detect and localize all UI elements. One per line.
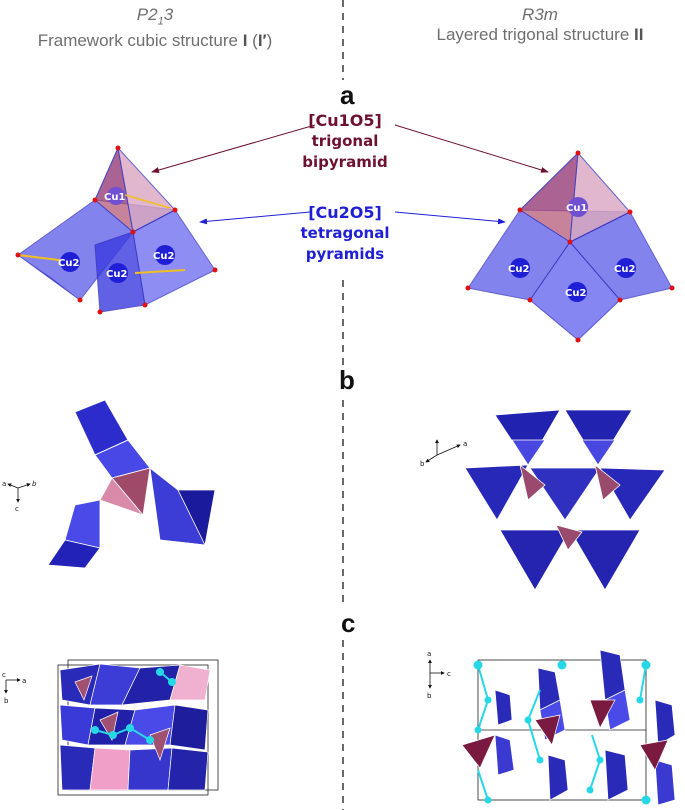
cu2-formula: [Cu2O5] xyxy=(308,203,382,222)
axis-triad-b-left: a b c xyxy=(2,480,37,513)
left-structure-name: Framework cubic structure I (I′) xyxy=(37,31,273,51)
cu1-label-line2: bipyramid xyxy=(302,153,388,171)
axis-label-b-cr: b xyxy=(427,692,432,700)
panel-c-left-cell xyxy=(57,659,219,796)
axis-label-b-cl: b xyxy=(4,697,9,705)
cu2-label-right-a: Cu2 xyxy=(508,264,529,275)
cu1-label-right: Cu1 xyxy=(566,203,587,214)
axis-label-a-cr: a xyxy=(427,650,431,658)
axis-triad-c-left: c a b xyxy=(2,671,26,705)
right-structure-name: Layered trigonal structure II xyxy=(436,25,644,44)
cu1-formula: [Cu1O5] xyxy=(308,111,382,130)
legend-arrows xyxy=(151,124,549,225)
cu2-atom-right-b xyxy=(616,258,636,278)
axis-label-a-cl: a xyxy=(22,677,26,685)
cu2-label-line2: pyramids xyxy=(305,245,385,263)
right-header: R3m Layered trigonal structure II xyxy=(395,5,685,45)
axis-label-c: c xyxy=(15,505,19,513)
axis-label-b: b xyxy=(32,480,37,488)
axis-label-a-right: a xyxy=(463,440,467,448)
cu2-label-left-b: Cu2 xyxy=(106,269,127,280)
panel-a-right-polyhedra: Cu1 Cu2 Cu2 Cu2 xyxy=(465,150,675,343)
cu2-atom-left-b xyxy=(108,263,128,283)
panel-a-left-polyhedra: Cu1 Cu2 Cu2 Cu2 xyxy=(15,145,218,315)
cu1-legend: [Cu1O5] trigonal bipyramid xyxy=(280,110,410,173)
cu2-atom-left-a xyxy=(60,252,80,272)
cu1-label-line1: trigonal xyxy=(311,132,379,150)
cu2-legend: [Cu2O5] tetragonal pyramids xyxy=(280,202,410,265)
cu2-label-line1: tetragonal xyxy=(300,224,390,242)
cu2-label-left-a: Cu2 xyxy=(58,258,79,269)
panel-b-left-cluster xyxy=(47,399,216,569)
cu2-label-right-c: Cu2 xyxy=(565,288,586,299)
left-header: P213 Framework cubic structure I (I′) xyxy=(0,5,310,51)
cu1-atom-left xyxy=(107,187,125,205)
axis-label-c-cr: c xyxy=(447,670,451,678)
cu2-atom-right-c xyxy=(567,282,587,302)
left-space-group: P213 xyxy=(136,5,174,28)
right-space-group: R3m xyxy=(522,5,558,24)
cu2-label-right-b: Cu2 xyxy=(614,264,635,275)
axis-triad-b-right: a b xyxy=(420,439,467,468)
panel-c-right-cell xyxy=(461,649,676,806)
cu2-atom-left-c xyxy=(155,245,175,265)
axis-label-b-right: b xyxy=(420,460,425,468)
panel-label-a: a xyxy=(340,80,355,110)
panel-label-b: b xyxy=(339,365,355,395)
axis-triad-c-right: a c b xyxy=(427,650,451,700)
panel-b-right-layer xyxy=(464,409,666,591)
cu1-atom-right xyxy=(568,197,588,217)
axis-label-a: a xyxy=(2,480,6,488)
cu2-label-left-c: Cu2 xyxy=(153,251,174,262)
axis-label-c-cl: c xyxy=(2,671,6,679)
cu1-label-left: Cu1 xyxy=(104,192,125,203)
panel-label-c: c xyxy=(341,608,356,638)
cu2-atom-right-a xyxy=(510,258,530,278)
